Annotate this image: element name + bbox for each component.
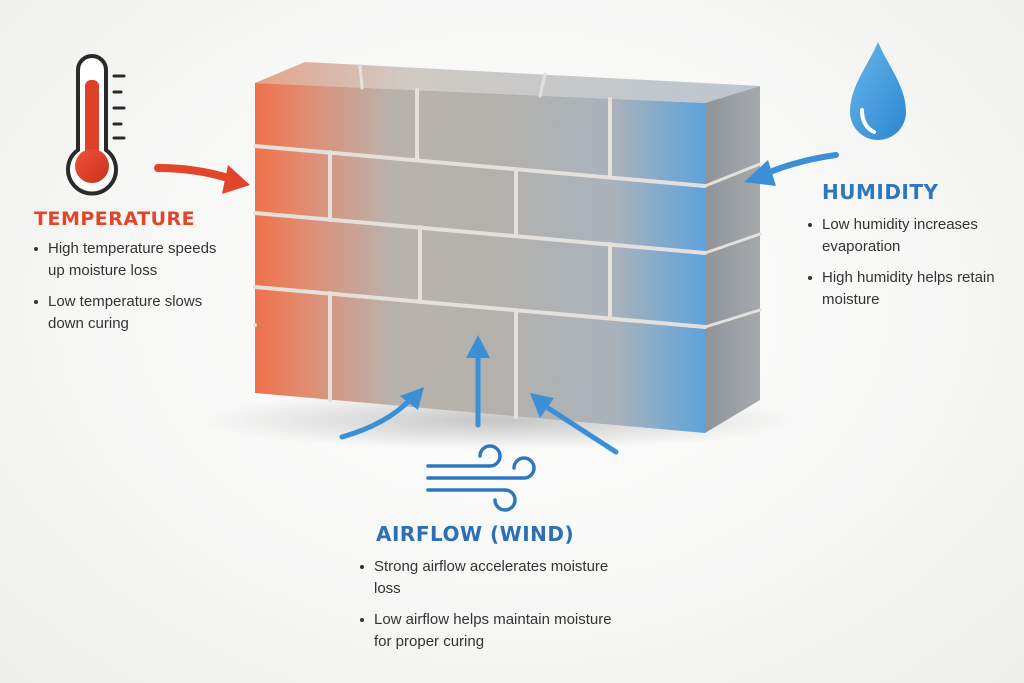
airflow-title: AIRFLOW (WIND) <box>376 522 575 546</box>
airflow-arrowhead-right <box>530 393 554 418</box>
wall-side-face <box>705 86 760 433</box>
humidity-bullets: Low humidity increases evaporation High … <box>808 214 1013 311</box>
temperature-arrow <box>154 164 250 194</box>
airflow-arrow-right <box>545 405 619 455</box>
airflow-arrows <box>339 335 619 455</box>
wall-top-face <box>255 62 760 103</box>
wall-front-face <box>255 83 705 433</box>
thermometer-icon <box>66 54 126 196</box>
temperature-bullet-2: Low temperature slows down curing <box>34 291 224 335</box>
airflow-bullet-1: Strong airflow accelerates moisture loss <box>360 556 620 600</box>
airflow-bullets: Strong airflow accelerates moisture loss… <box>360 556 620 653</box>
mortar-joints <box>253 63 762 419</box>
temperature-title: TEMPERATURE <box>34 208 196 230</box>
humidity-panel: HUMIDITY Low humidity increases evaporat… <box>808 180 1013 320</box>
humidity-arrow <box>744 152 839 186</box>
concrete-wall <box>253 62 762 433</box>
temperature-panel: TEMPERATURE High temperature speeds up m… <box>34 208 224 344</box>
humidity-bullet-1: Low humidity increases evaporation <box>808 214 1013 258</box>
airflow-bullet-2: Low airflow helps maintain moisture for … <box>360 609 620 653</box>
water-drop-icon <box>850 42 906 140</box>
temperature-bullets: High temperature speeds up moisture loss… <box>34 238 224 335</box>
airflow-arrow-left <box>339 397 413 440</box>
humidity-bullet-2: High humidity helps retain moisture <box>808 267 1013 311</box>
airflow-arrowhead-left <box>400 387 424 410</box>
temperature-bullet-1: High temperature speeds up moisture loss <box>34 238 224 282</box>
airflow-panel: AIRFLOW (WIND) Strong airflow accelerate… <box>360 522 620 662</box>
wind-icon <box>426 444 536 512</box>
humidity-title: HUMIDITY <box>822 180 939 204</box>
airflow-arrowhead-center <box>466 335 490 358</box>
